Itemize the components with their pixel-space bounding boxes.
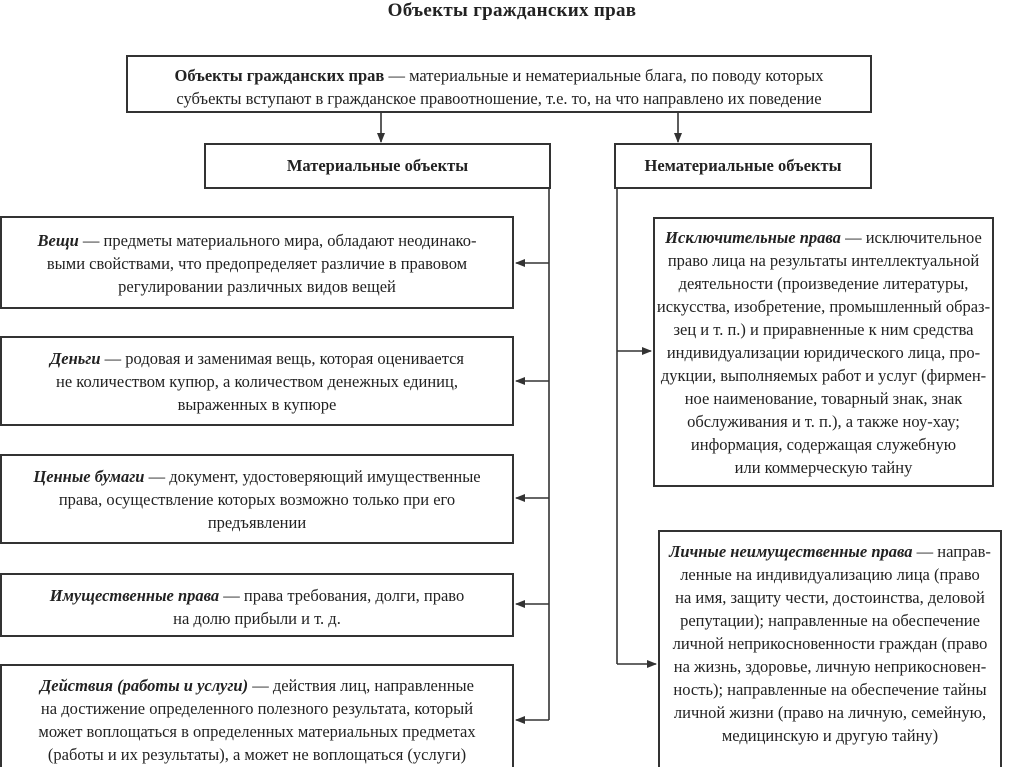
item-securities-text: предъявлении [207,513,307,532]
item-things-text: — предметы материального мира, обладают … [78,231,477,250]
item-property-rights-term: Имущественные права [49,586,220,605]
item-money-term: Деньги [49,349,101,368]
item-exclusive-rights-text: деятельности (произведение литературы, [678,274,969,293]
item-actions-text: — действия лиц, направленные [248,676,474,695]
item-securities-term: Ценные бумаги [33,467,145,486]
definition-box: Объекты гражданских прав — материальные … [126,55,872,113]
nonmaterial-objects-header: Нематериальные объекты [614,143,872,189]
item-personal-rights-text: репутации); направленные на обеспечение [680,611,980,630]
item-personal-rights-text: ность); направленные на обеспечение тайн… [673,680,987,699]
item-exclusive-rights-text: информация, содержащая служебную [690,435,957,454]
item-actions-term: Действия (работы и услуги) [40,676,249,695]
definition-text-1: — материальные и нематериальные блага, п… [384,66,824,85]
item-exclusive-rights: Исключительные права — исключительное пр… [653,217,994,487]
item-actions-text: может воплощаться в определенных материа… [38,722,476,741]
item-personal-rights-text: личной жизни (право на личную, семейную, [673,703,987,722]
item-personal-rights: Личные неимущественные права — направ- л… [658,530,1002,767]
item-securities-text: права, осуществление которых возможно то… [58,490,456,509]
item-exclusive-rights-text: обслуживания и т. п.), а также ноу-хау; [687,412,960,431]
item-personal-rights-text: ленные на индивидуализацию лица (право [680,565,980,584]
item-exclusive-rights-text: — исключительное [840,228,982,247]
item-things-text: регулировании различных видов вещей [118,277,396,296]
page-title: Объекты гражданских прав [387,0,637,21]
item-exclusive-rights-text: искусства, изобретение, промышленный обр… [656,297,991,316]
item-things-text: выми свойствами, что предопределяет разл… [46,254,468,273]
item-securities-text: — документ, удостоверяющий имущественные [144,467,481,486]
item-personal-rights-text: личной неприкосновенности граждан (право [672,634,988,653]
item-things-term: Вещи [37,231,79,250]
item-personal-rights-text: медицинскую и другую тайну) [721,726,939,745]
item-money-text: не количеством купюр, а количеством дене… [56,372,458,391]
item-exclusive-rights-text: или коммерческую тайну [734,458,913,477]
item-exclusive-rights-text: индивидуализации юридического лица, про- [666,343,981,362]
item-actions-text: на достижение определенного полезного ре… [40,699,474,718]
item-money-text: — родовая и заменимая вещь, которая оцен… [100,349,465,368]
material-objects-header: Материальные объекты [204,143,551,189]
definition-text-2: субъекты вступают в гражданское правоотн… [176,89,822,108]
definition-term: Объекты гражданских прав [174,66,385,85]
item-actions-text: (работы и их результаты), а может не воп… [47,745,467,764]
item-property-rights-text: на долю прибыли и т. д. [173,609,341,628]
item-personal-rights-text: — направ- [912,542,991,561]
item-money-text: выраженных в купюре [177,395,337,414]
material-objects-label: Материальные объекты [286,156,469,175]
item-exclusive-rights-text: дукции, выполняемых работ и услуг (фирме… [660,366,987,385]
item-personal-rights-text: на имя, защиту чести, достоинства, делов… [675,588,985,607]
item-securities: Ценные бумаги — документ, удостоверяющий… [0,454,514,544]
item-exclusive-rights-term: Исключительные права [665,228,841,247]
item-personal-rights-text: на жизнь, здоровье, личную неприкосновен… [673,657,987,676]
item-property-rights-text: — права требования, долги, право [219,586,465,605]
item-things: Вещи — предметы материального мира, обла… [0,216,514,309]
item-exclusive-rights-text: зец и т. п.) и приравненные к ним средст… [673,320,974,339]
item-exclusive-rights-text: ное наименование, товарный знак, знак [684,389,963,408]
item-actions: Действия (работы и услуги) — действия ли… [0,664,514,767]
item-money: Деньги — родовая и заменимая вещь, котор… [0,336,514,426]
item-personal-rights-term: Личные неимущественные права [669,542,913,561]
item-exclusive-rights-text: право лица на результаты интеллектуально… [667,251,980,270]
nonmaterial-objects-label: Нематериальные объекты [644,156,842,175]
item-property-rights: Имущественные права — права требования, … [0,573,514,637]
